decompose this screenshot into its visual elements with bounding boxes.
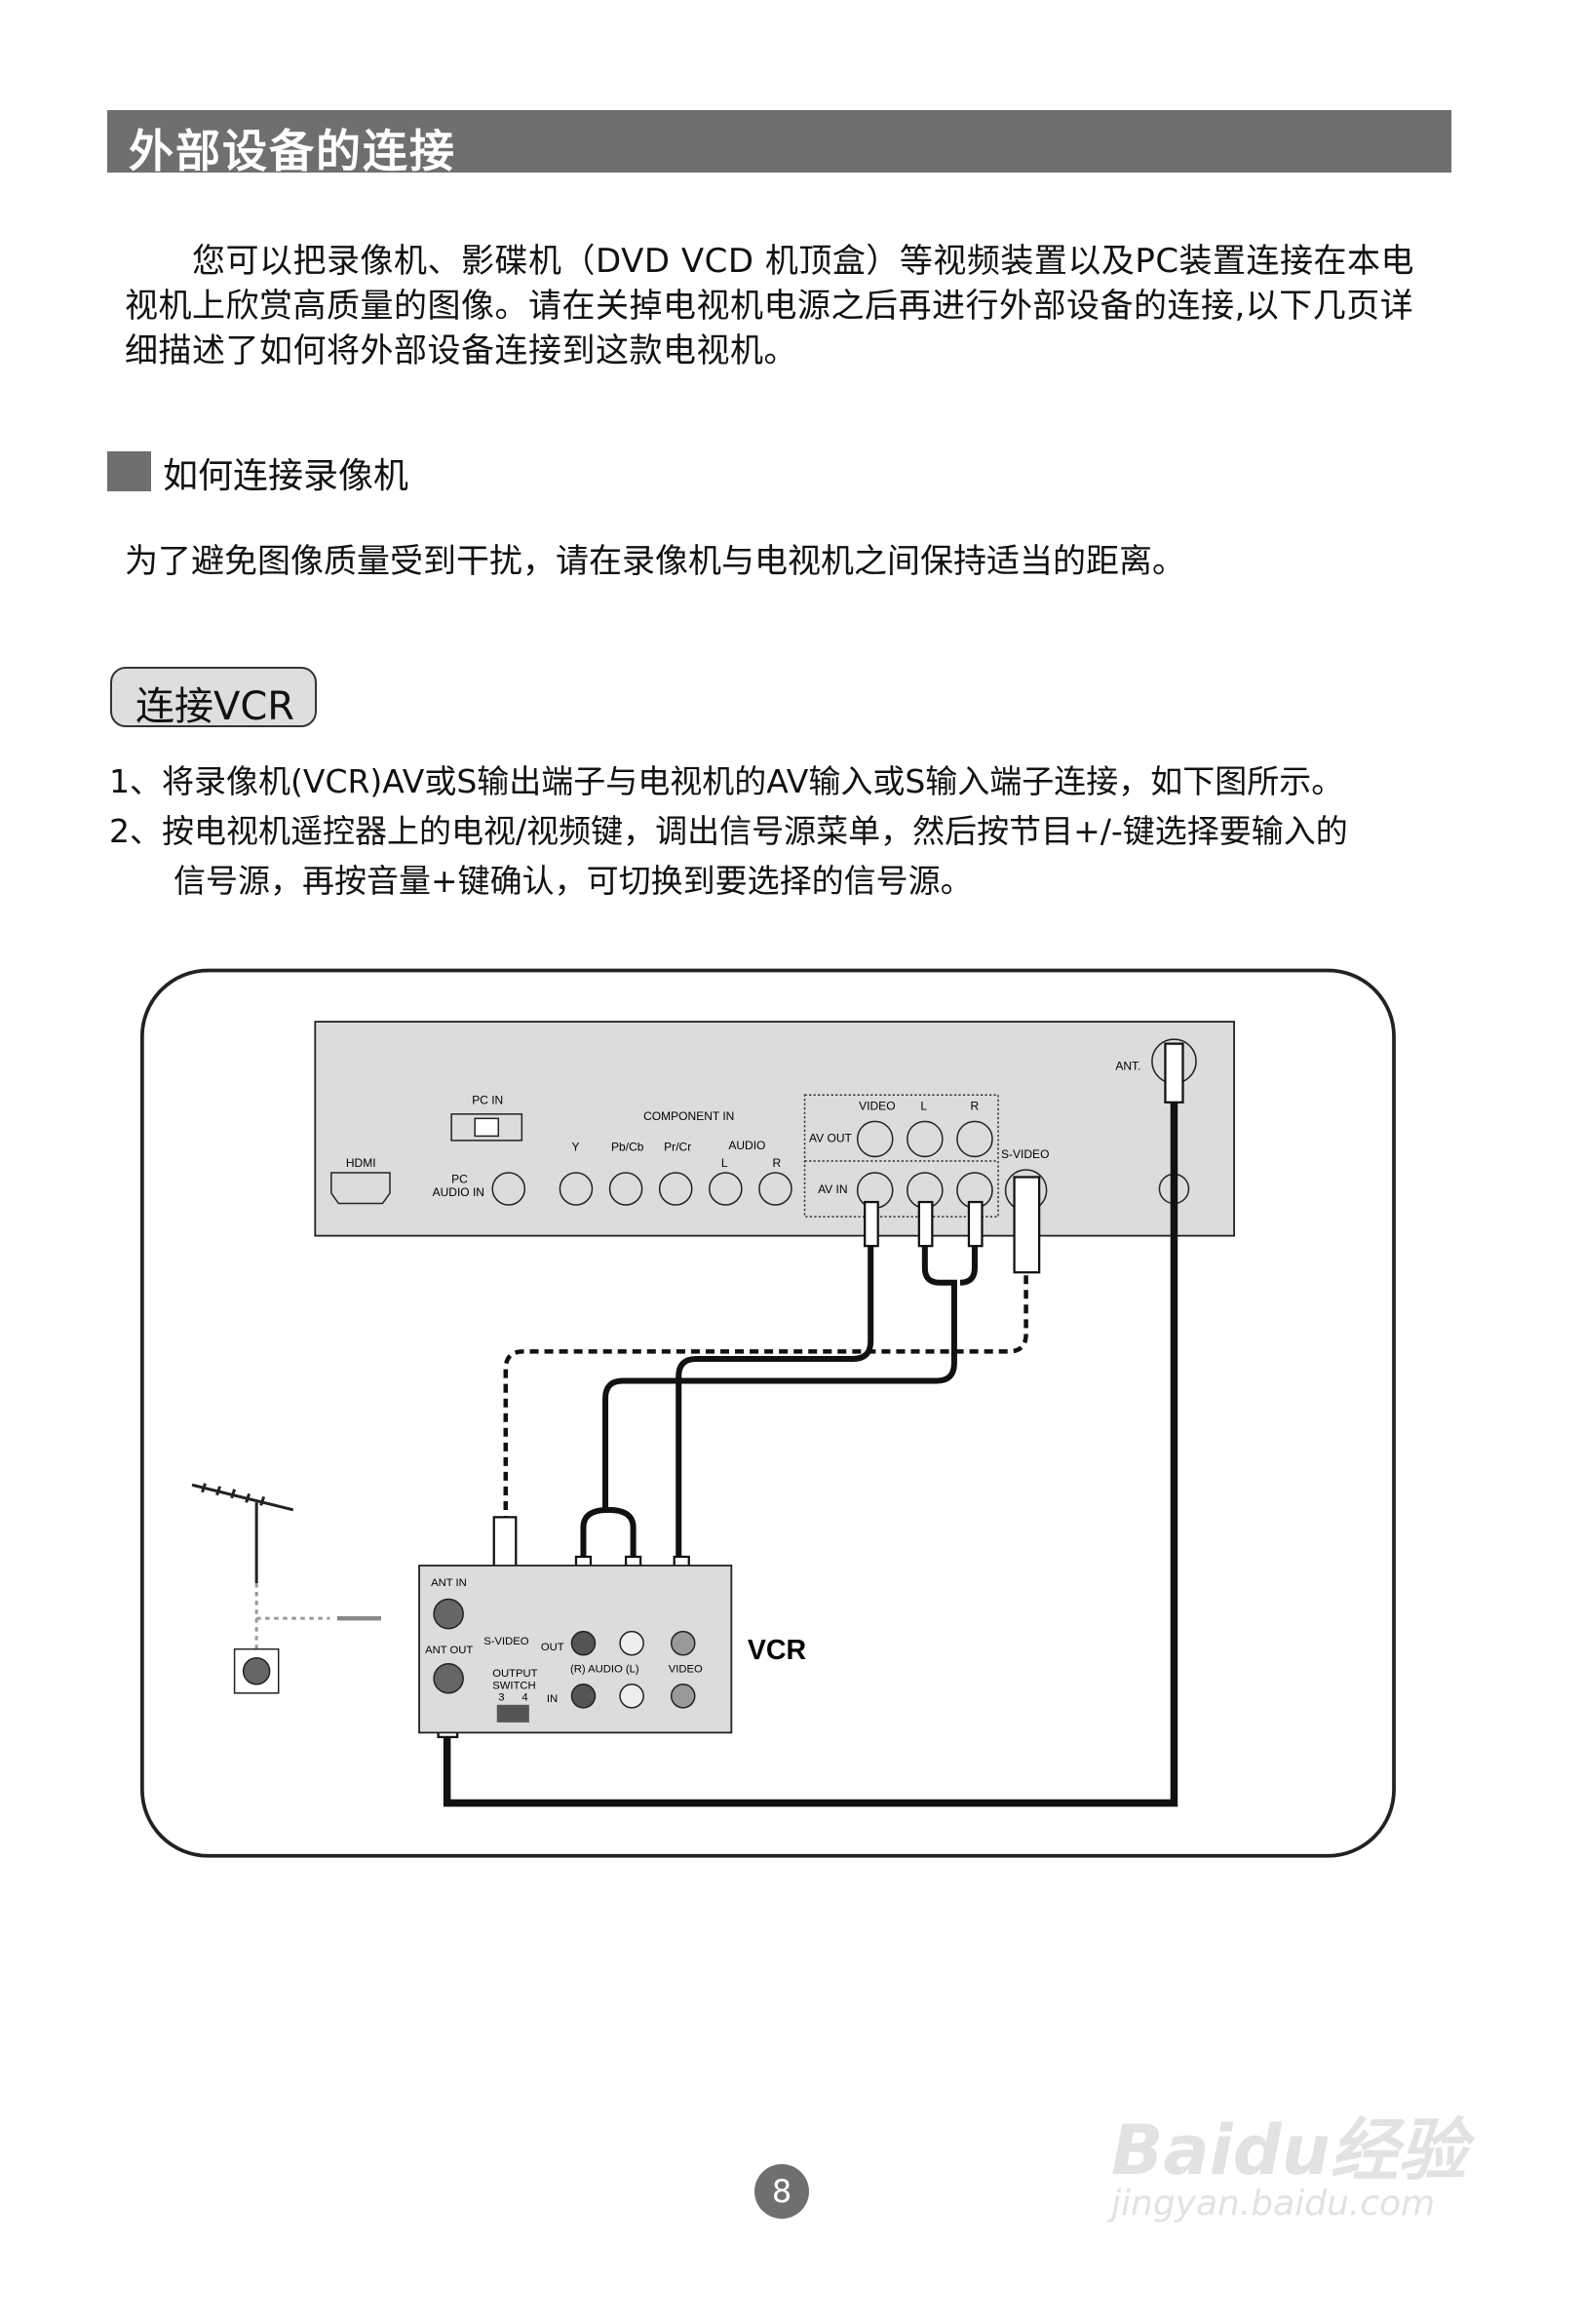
step-2: 2、按电视机遥控器上的电视/视频键，调出信号源菜单，然后按节目+/-键选择要输入…: [109, 812, 1348, 850]
tv-back-panel: HDMI PC IN PC AUDIO IN COMPONENT IN Y Pb…: [314, 1021, 1236, 1237]
antenna-icon: [191, 1483, 381, 1657]
panel-label: ANT IN: [431, 1577, 467, 1589]
watermark-logo: Baidu经验: [1111, 2111, 1467, 2190]
panel-label: S-VIDEO: [1001, 1147, 1049, 1161]
pc-in-label: PC IN: [472, 1093, 503, 1106]
s-video-cable: [503, 1275, 1028, 1518]
chapter-title: 外部设备的连接: [129, 125, 456, 177]
panel-label: AV OUT: [809, 1131, 852, 1144]
hdmi-port: [330, 1172, 391, 1205]
intro-paragraph: 您可以把录像机、影碟机（DVD VCD 机顶盒）等视频装置以及PC装置连接在本电…: [125, 242, 1415, 370]
panel-label: SWITCH: [492, 1680, 535, 1691]
step-2-cont: 信号源，再按音量+键确认，可切换到要选择的信号源。: [109, 862, 973, 900]
panel-label: VIDEO: [859, 1099, 895, 1112]
page-number: 8: [754, 2164, 809, 2219]
panel-label: OUTPUT: [492, 1668, 537, 1680]
panel-label: COMPONENT IN: [643, 1109, 734, 1123]
panel-label: ANT.: [1115, 1060, 1140, 1073]
diagram-frame: [139, 968, 1396, 1858]
cables: [443, 1092, 1178, 1807]
section-marker: [107, 451, 151, 491]
section-title: 如何连接录像机: [163, 456, 409, 496]
panel-label: 4: [521, 1691, 527, 1703]
audio-split-vcr: [580, 1506, 637, 1557]
panel-label: R: [772, 1156, 781, 1170]
panel-label: L: [920, 1099, 927, 1112]
chapter-header: 外部设备的连接: [107, 110, 1451, 177]
panel-label: Y: [571, 1140, 579, 1153]
vga-port: [450, 1113, 523, 1142]
audio-cable-tv-side: [602, 1246, 957, 1510]
panel-label: 3: [498, 1691, 504, 1703]
connect-vcr-text: 连接VCR: [135, 684, 295, 729]
panel-label: PC: [451, 1173, 468, 1186]
vcr-back-panel: ANT IN ANT OUT S-VIDEO OUT IN (R) AUDIO …: [418, 1565, 807, 1734]
panel-label: L: [721, 1156, 728, 1170]
antenna-cable: [443, 1092, 1178, 1807]
panel-label: IN: [547, 1693, 558, 1705]
hdmi-label: HDMI: [346, 1156, 376, 1170]
watermark-url: jingyan.baidu.com: [1111, 2184, 1436, 2224]
panel-label: Pb/Cb: [611, 1140, 644, 1153]
panel-label: R: [970, 1099, 979, 1112]
panel-label: S-VIDEO: [483, 1636, 529, 1647]
step-1: 1、将录像机(VCR)AV或S输出端子与电视机的AV输入或S输入端子连接，如下图…: [109, 762, 1344, 800]
connect-vcr-label: 连接VCR: [110, 667, 317, 729]
panel-label: AV IN: [818, 1182, 848, 1196]
panel-label: Pr/Cr: [664, 1140, 691, 1153]
video-cable: [676, 1246, 874, 1562]
panel-label: AUDIO: [728, 1139, 765, 1152]
section-note: 为了避免图像质量受到干扰，请在录像机与电视机之间保持适当的距离。: [125, 542, 1185, 581]
panel-label: VIDEO: [669, 1664, 703, 1676]
panel-label: OUT: [541, 1642, 564, 1653]
panel-label: AUDIO IN: [433, 1185, 484, 1199]
panel-label: ANT OUT: [425, 1645, 473, 1656]
vcr-label: VCR: [748, 1635, 807, 1666]
panel-label: (R) AUDIO (L): [570, 1664, 639, 1676]
pc-audio-jack: [491, 1172, 526, 1206]
